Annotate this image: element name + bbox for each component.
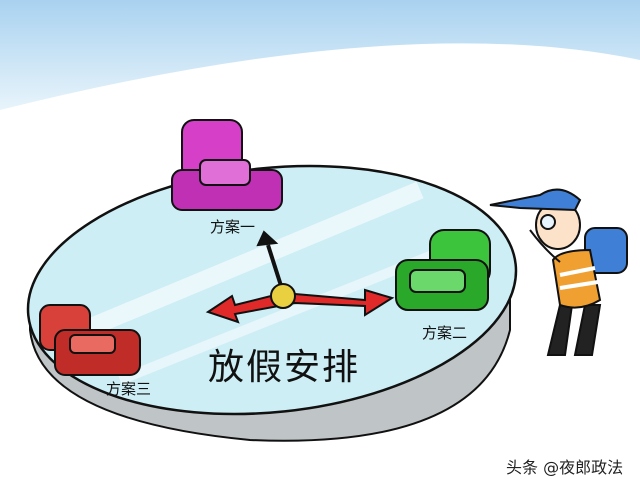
option3-label: 方案三 (106, 380, 152, 398)
armchair-option1 (171, 119, 283, 211)
round-table (26, 164, 518, 442)
option2-label: 方案二 (422, 324, 468, 342)
armchair-option2 (395, 229, 491, 311)
watermark: 头条 @夜郎政法 (506, 458, 624, 477)
holiday-arrangement-title: 放假安排 (208, 347, 361, 388)
option1-label: 方案一 (210, 218, 256, 236)
armchair-option3 (39, 304, 141, 376)
person-figure (489, 188, 628, 356)
dial-arrows (205, 230, 395, 324)
sky-background (0, 0, 640, 110)
